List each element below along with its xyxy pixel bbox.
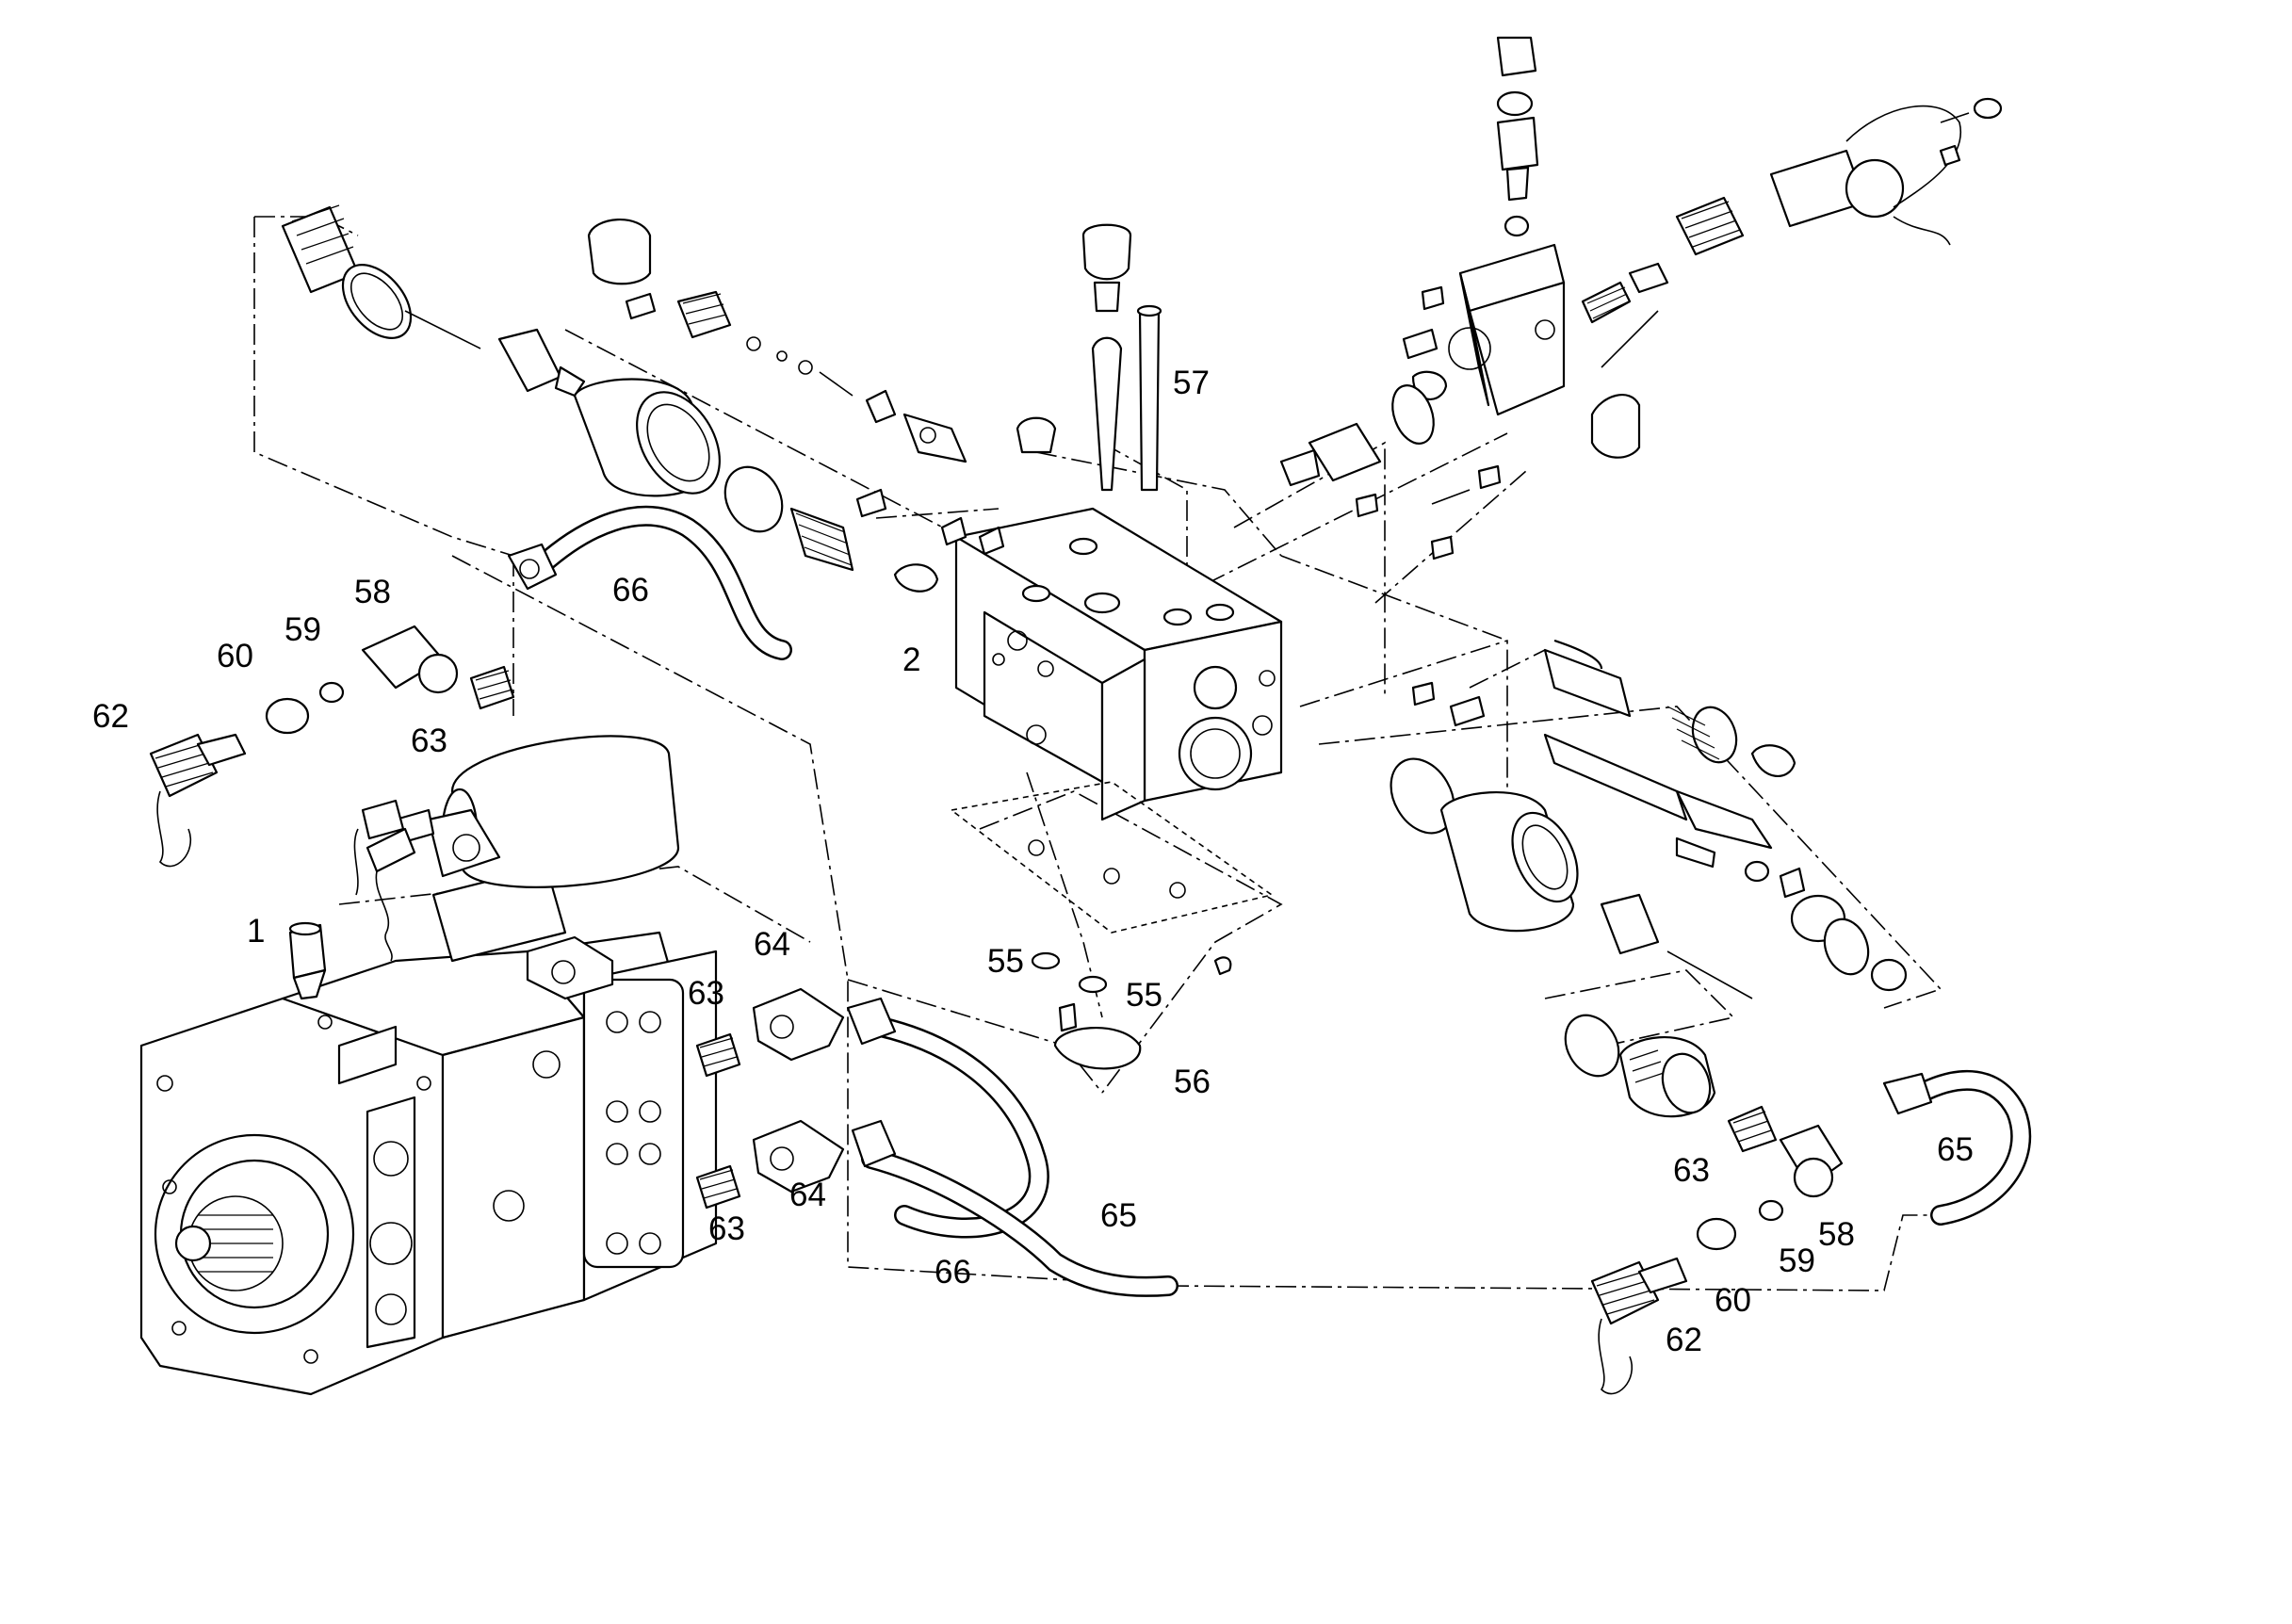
callout-64: 64 xyxy=(789,1177,826,1213)
callout-65: 65 xyxy=(1100,1197,1137,1234)
hose-fittings xyxy=(507,543,1933,1168)
callout-56: 56 xyxy=(1174,1064,1211,1100)
upper-left-valve-group xyxy=(281,204,1005,593)
hose-65-right xyxy=(1911,1069,2032,1226)
callout-55: 55 xyxy=(1126,977,1162,1014)
callout-labels: 1 2 55 55 56 57 58 58 59 59 60 60 62 62 … xyxy=(92,365,1974,1358)
seals-55-56 xyxy=(1031,951,1232,1070)
right-spool-group xyxy=(1390,639,1908,999)
upper-right-valve-group xyxy=(1279,36,2003,560)
valve-block xyxy=(950,507,1283,934)
callout-59: 59 xyxy=(284,611,321,648)
callout-1: 1 xyxy=(247,913,265,950)
callout-63: 63 xyxy=(411,723,447,759)
callout-63: 63 xyxy=(688,975,724,1012)
callout-2: 2 xyxy=(902,641,920,678)
hose-66-lower xyxy=(861,1148,1179,1297)
callout-58: 58 xyxy=(354,574,391,610)
callout-63: 63 xyxy=(1673,1152,1710,1189)
hose-66-upper xyxy=(531,505,792,660)
callout-62: 62 xyxy=(92,698,129,735)
hose-65-lower xyxy=(870,1016,1049,1239)
test-coupler-left xyxy=(149,625,515,868)
callout-58: 58 xyxy=(1818,1216,1855,1253)
callout-59: 59 xyxy=(1779,1242,1815,1279)
callout-63: 63 xyxy=(708,1210,745,1247)
callout-57: 57 xyxy=(1173,365,1210,401)
callout-66: 66 xyxy=(612,572,649,609)
callout-62: 62 xyxy=(1666,1322,1702,1358)
callout-66: 66 xyxy=(935,1254,971,1291)
test-coupler-right xyxy=(1590,1105,1844,1395)
callout-65: 65 xyxy=(1937,1131,1974,1168)
callout-55: 55 xyxy=(987,943,1024,980)
pump-fittings xyxy=(695,987,845,1210)
callout-60: 60 xyxy=(217,638,253,674)
upper-centre-parts xyxy=(1016,223,1162,492)
hydraulic-pump xyxy=(139,735,718,1396)
lower-right-plug xyxy=(1564,1014,1716,1118)
callout-60: 60 xyxy=(1715,1282,1751,1319)
callout-64: 64 xyxy=(754,926,790,963)
